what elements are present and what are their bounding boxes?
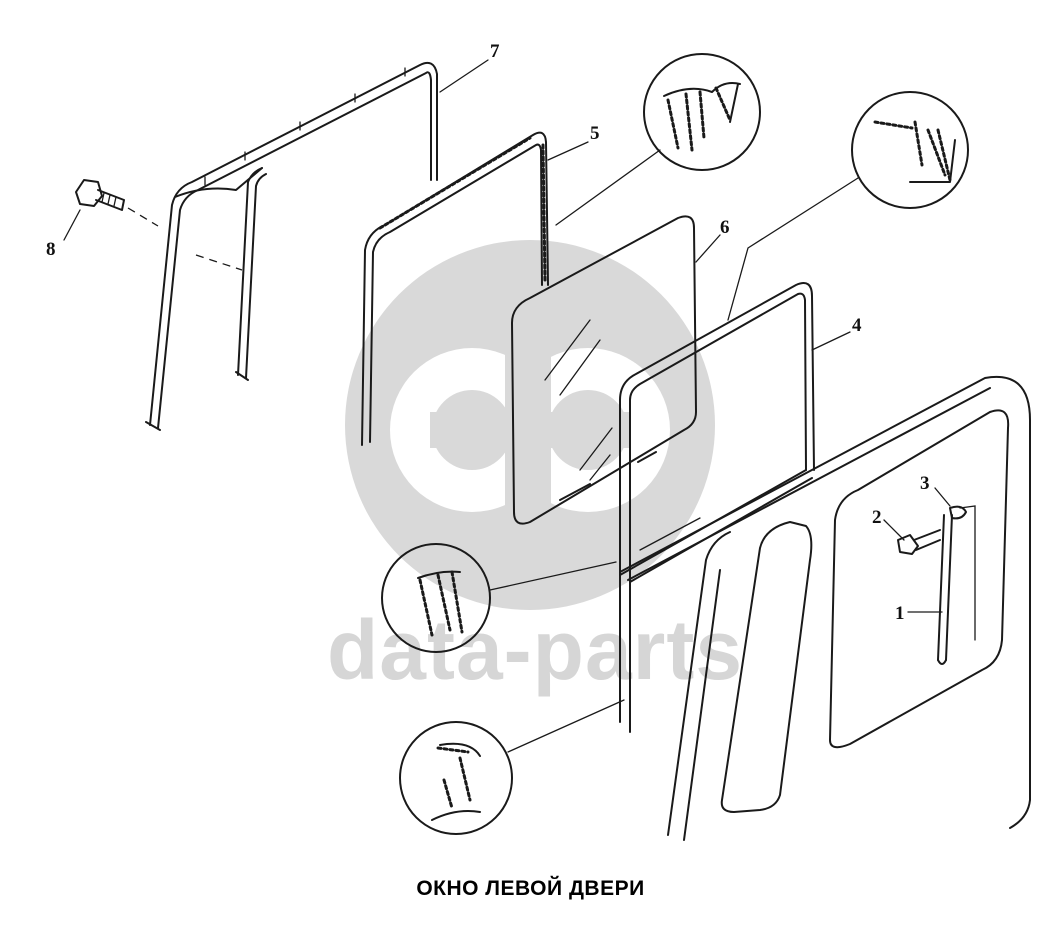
- guide-rail-frame: [145, 61, 438, 431]
- callout-3: 3: [920, 473, 930, 494]
- door-guide-parts: [897, 505, 967, 665]
- detail-view-bottom-1: [381, 543, 617, 653]
- door-panel: [619, 375, 1031, 841]
- watermark-text: data-parts: [326, 603, 744, 697]
- detail-view-top-2: [727, 91, 969, 321]
- leader-lines: [63, 59, 951, 613]
- callout-8: 8: [46, 239, 56, 260]
- window-glass: [511, 215, 697, 525]
- callout-4: 4: [852, 315, 862, 336]
- frame-seal: [619, 282, 815, 733]
- callout-1: 1: [895, 603, 905, 624]
- callout-6: 6: [720, 217, 730, 238]
- window-run-seal: [361, 131, 549, 446]
- callout-5: 5: [590, 123, 600, 144]
- detail-view-top-1: [555, 53, 761, 226]
- bolt: [75, 179, 159, 227]
- callout-7: 7: [490, 41, 500, 62]
- diagram-title: ОКНО ЛЕВОЙ ДВЕРИ: [416, 877, 645, 900]
- detail-view-bottom-2: [399, 699, 625, 835]
- callout-2: 2: [872, 507, 882, 528]
